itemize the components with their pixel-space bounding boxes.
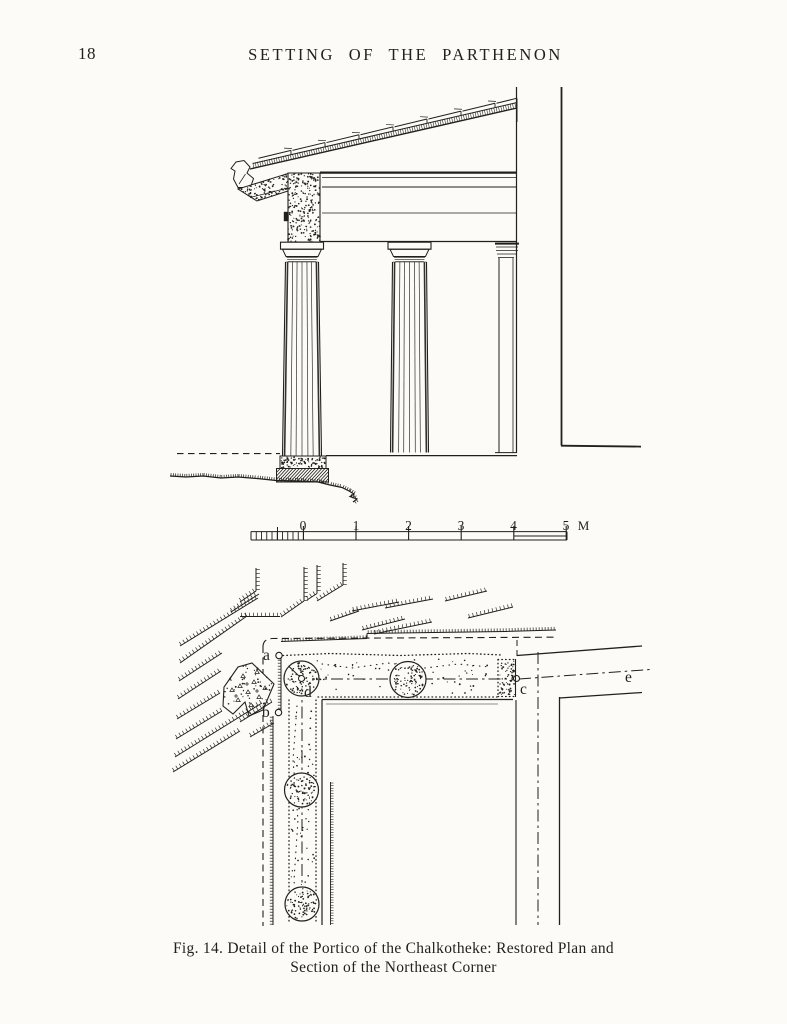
page-header-title: SETTING OF THE PARTHENON xyxy=(248,45,563,64)
scale-tick-label-3: 3 xyxy=(458,518,465,533)
section-drawing xyxy=(169,87,642,504)
plan-label-c: c xyxy=(520,681,527,698)
plan-label-d: d xyxy=(304,684,312,701)
scale-unit-label: M xyxy=(578,518,591,533)
page-number: 18 xyxy=(78,44,96,63)
plan-label-b: b xyxy=(262,704,270,721)
scale-tick-label-1: 1 xyxy=(353,518,360,533)
scale-bar xyxy=(250,526,568,541)
scale-tick-label-2: 2 xyxy=(405,518,412,533)
scale-tick-label-4: 4 xyxy=(510,518,517,533)
figure-caption-line1: Fig. 14. Detail of the Portico of the Ch… xyxy=(173,940,614,957)
scale-tick-label-0: 0 xyxy=(300,518,307,533)
plan-drawing xyxy=(172,563,651,926)
figure-labels: 0 1 2 3 4 5 M a b c d e xyxy=(262,518,632,721)
plan-label-a: a xyxy=(263,647,270,664)
figure-caption-line2: Section of the Northeast Corner xyxy=(290,959,497,976)
scale-tick-label-5: 5 xyxy=(563,518,570,533)
plan-label-e: e xyxy=(625,669,632,686)
